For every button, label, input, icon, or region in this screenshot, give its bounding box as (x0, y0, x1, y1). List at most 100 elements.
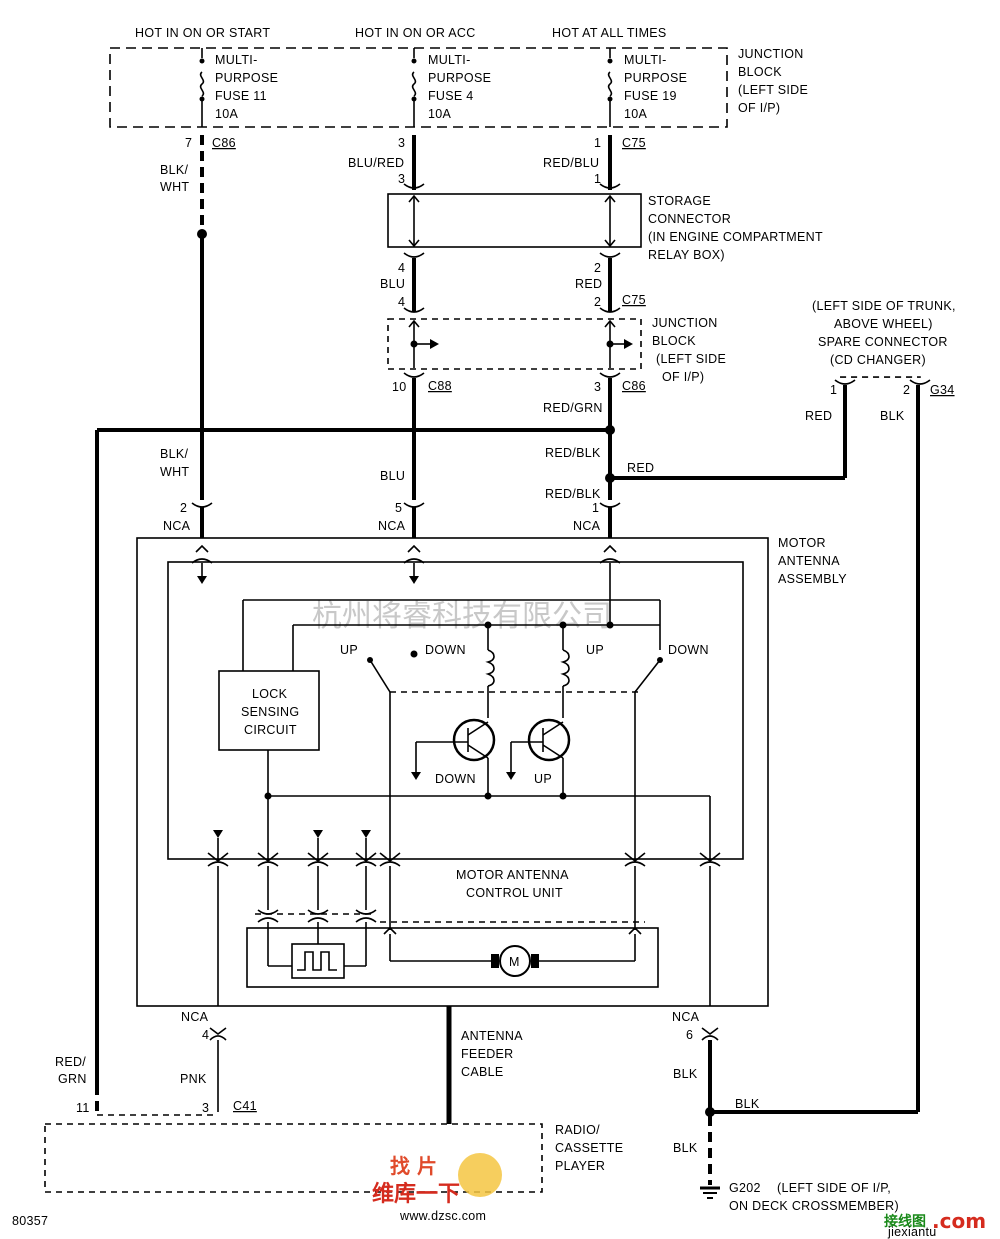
radio-l3: PLAYER (555, 1159, 605, 1173)
jb1-l2: BLOCK (738, 65, 782, 79)
fuse11-l4: 10A (215, 107, 239, 121)
transistor-up (506, 718, 571, 796)
jiexiantu-dot: .com (932, 1209, 986, 1233)
pin-2-jb: 2 (594, 295, 601, 309)
power-acc-label: HOT IN ON OR ACC (355, 26, 476, 40)
fuse19-l1: MULTI- (624, 53, 667, 67)
pin-1-top: 1 (594, 136, 601, 150)
jb2-l2: BLOCK (652, 334, 696, 348)
wire-pnk: PNK (180, 1072, 207, 1086)
dzsc-logo: 找 片 维库一下 www.dzsc.com (372, 1153, 502, 1223)
wire-red-3: RED (805, 409, 832, 423)
feeder-l1: ANTENNA (461, 1029, 523, 1043)
sw-left-down: DOWN (425, 643, 466, 657)
conn-c75-a: C75 (622, 136, 646, 150)
jb1-l1: JUNCTION (738, 47, 804, 61)
wire-red-1: RED (575, 277, 602, 291)
pin-11: 11 (76, 1101, 90, 1115)
pin-1-ant: 1 (592, 501, 599, 515)
relay-coil-left (485, 625, 495, 718)
pin-5: 5 (395, 501, 402, 515)
wire-red-grn-a: RED/ (55, 1055, 86, 1069)
wire-blk-3: BLK (673, 1067, 698, 1081)
pin-6: 6 (686, 1028, 693, 1042)
storage-l3: (IN ENGINE COMPARTMENT (648, 230, 823, 244)
jb1-l4: OF I/P) (738, 101, 780, 115)
storage-l2: CONNECTOR (648, 212, 731, 226)
conn-c75-b: C75 (622, 293, 646, 307)
ground-l2: ON DECK CROSSMEMBER) (729, 1199, 899, 1213)
tr-down-label: DOWN (435, 772, 476, 786)
nca-6: NCA (672, 1010, 700, 1024)
fuse11-l1: MULTI- (215, 53, 258, 67)
nca-4: NCA (181, 1010, 209, 1024)
fuse4-l1: MULTI- (428, 53, 471, 67)
conn-c41: C41 (233, 1099, 257, 1113)
fuse-19 (607, 48, 613, 127)
radio-l1: RADIO/ (555, 1123, 600, 1137)
assy-l3: ASSEMBLY (778, 572, 847, 586)
fuse4-l3: FUSE 4 (428, 89, 474, 103)
storage-l1: STORAGE (648, 194, 711, 208)
dzsc-logo-top: 找 片 (390, 1154, 437, 1178)
pin-2-spare: 2 (903, 383, 910, 397)
assy-l2: ANTENNA (778, 554, 840, 568)
transistor-down (411, 718, 496, 796)
nca-5: NCA (378, 519, 406, 533)
power-all-label: HOT AT ALL TIMES (552, 26, 667, 40)
pin-4-storage: 4 (398, 261, 405, 275)
pin-1-spare: 1 (830, 383, 837, 397)
fuse19-l2: PURPOSE (624, 71, 687, 85)
cu-l1: MOTOR ANTENNA (456, 868, 569, 882)
jb2-l4: OF I/P) (662, 370, 704, 384)
conn-c86-b: C86 (622, 379, 646, 393)
conn-c86-a: C86 (212, 136, 236, 150)
spare-l4: (CD CHANGER) (830, 353, 926, 367)
jiexiantu-main: 接线图 (884, 1213, 926, 1230)
fuse-11 (199, 48, 205, 127)
splice-4 (705, 1107, 715, 1117)
motor-icon: M (491, 945, 539, 977)
pin-7: 7 (185, 136, 192, 150)
fuse19-l4: 10A (624, 107, 648, 121)
pin-4-nca: 4 (202, 1028, 209, 1042)
junction-block-2 (387, 318, 642, 370)
ground-id: G202 (729, 1181, 761, 1195)
wire-blk-wht-a2: WHT (160, 180, 189, 194)
jiexiantu-sub: jiexiantu (887, 1225, 937, 1239)
switch-left (367, 657, 640, 860)
pin-3-jb: 3 (594, 380, 601, 394)
pin-4-jb: 4 (398, 295, 405, 309)
fuse11-l3: FUSE 11 (215, 89, 267, 103)
spare-l1: (LEFT SIDE OF TRUNK, (812, 299, 956, 313)
ground-l1: (LEFT SIDE OF I/P, (777, 1181, 891, 1195)
fuse11-l2: PURPOSE (215, 71, 278, 85)
sw-right-down: DOWN (668, 643, 709, 657)
wire-blk-wht-b2: WHT (160, 465, 189, 479)
pin-2-storage: 2 (594, 261, 601, 275)
fuse4-l2: PURPOSE (428, 71, 491, 85)
wire-red-blk-2: RED/BLK (545, 487, 601, 501)
conn-g34: G34 (930, 383, 955, 397)
relay-coil-right (560, 625, 570, 718)
dzsc-logo-url: www.dzsc.com (399, 1209, 486, 1223)
feeder-l2: FEEDER (461, 1047, 514, 1061)
wire-blu-red-label: BLU/RED (348, 156, 404, 170)
fuse4-l4: 10A (428, 107, 452, 121)
wire-blk-1: BLK (880, 409, 905, 423)
wire-blk-wht-b1: BLK/ (160, 447, 189, 461)
nca-1: NCA (573, 519, 601, 533)
lock-l2: SENSING (241, 705, 299, 719)
pin-1-storage: 1 (594, 172, 601, 186)
wire-blu-1: BLU (380, 277, 405, 291)
pin-3-top: 3 (398, 136, 405, 150)
jb2-l1: JUNCTION (652, 316, 718, 330)
figure-id: 80357 (12, 1214, 48, 1228)
nca-2: NCA (163, 519, 191, 533)
conn-c88: C88 (428, 379, 452, 393)
lock-l1: LOCK (252, 687, 288, 701)
wire-red-blk-1: RED/BLK (545, 446, 601, 460)
dzsc-logo-main: 维库一下 (372, 1181, 460, 1207)
pin-10: 10 (392, 380, 407, 394)
